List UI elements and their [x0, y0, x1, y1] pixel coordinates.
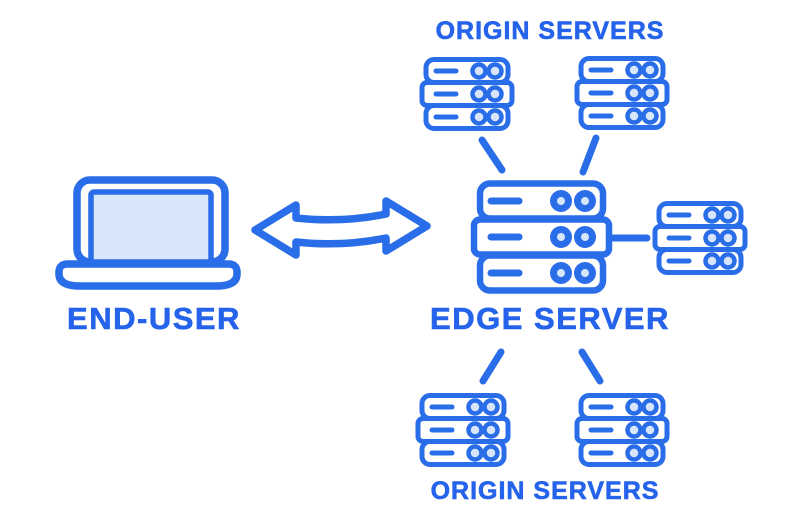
connector-top-left — [478, 136, 506, 174]
laptop-screen — [88, 189, 214, 265]
origin-server-bottom-left-icon — [418, 396, 508, 465]
connection-lines — [478, 134, 651, 385]
connector-top-right — [579, 134, 600, 176]
origin-server-right-icon — [655, 204, 745, 273]
connector-bottom-left — [479, 348, 505, 385]
origin-server-top-left-icon — [422, 60, 512, 129]
double-headed-arrow-icon — [251, 197, 431, 259]
origin-servers-top-label: ORIGIN SERVERS — [435, 17, 665, 46]
end-user-label: END-USER — [67, 301, 241, 337]
origin-server-bottom-right-icon — [577, 396, 667, 465]
origin-servers-bottom-label: ORIGIN SERVERS — [430, 477, 660, 506]
laptop-base — [55, 260, 241, 290]
edge-server-icon — [470, 180, 613, 294]
laptop-icon — [55, 176, 241, 290]
edge-server-leds — [550, 190, 596, 284]
edge-server-label: EDGE SERVER — [430, 301, 670, 337]
origin-server-top-right-icon — [577, 59, 667, 128]
connector-bottom-right — [578, 348, 604, 385]
